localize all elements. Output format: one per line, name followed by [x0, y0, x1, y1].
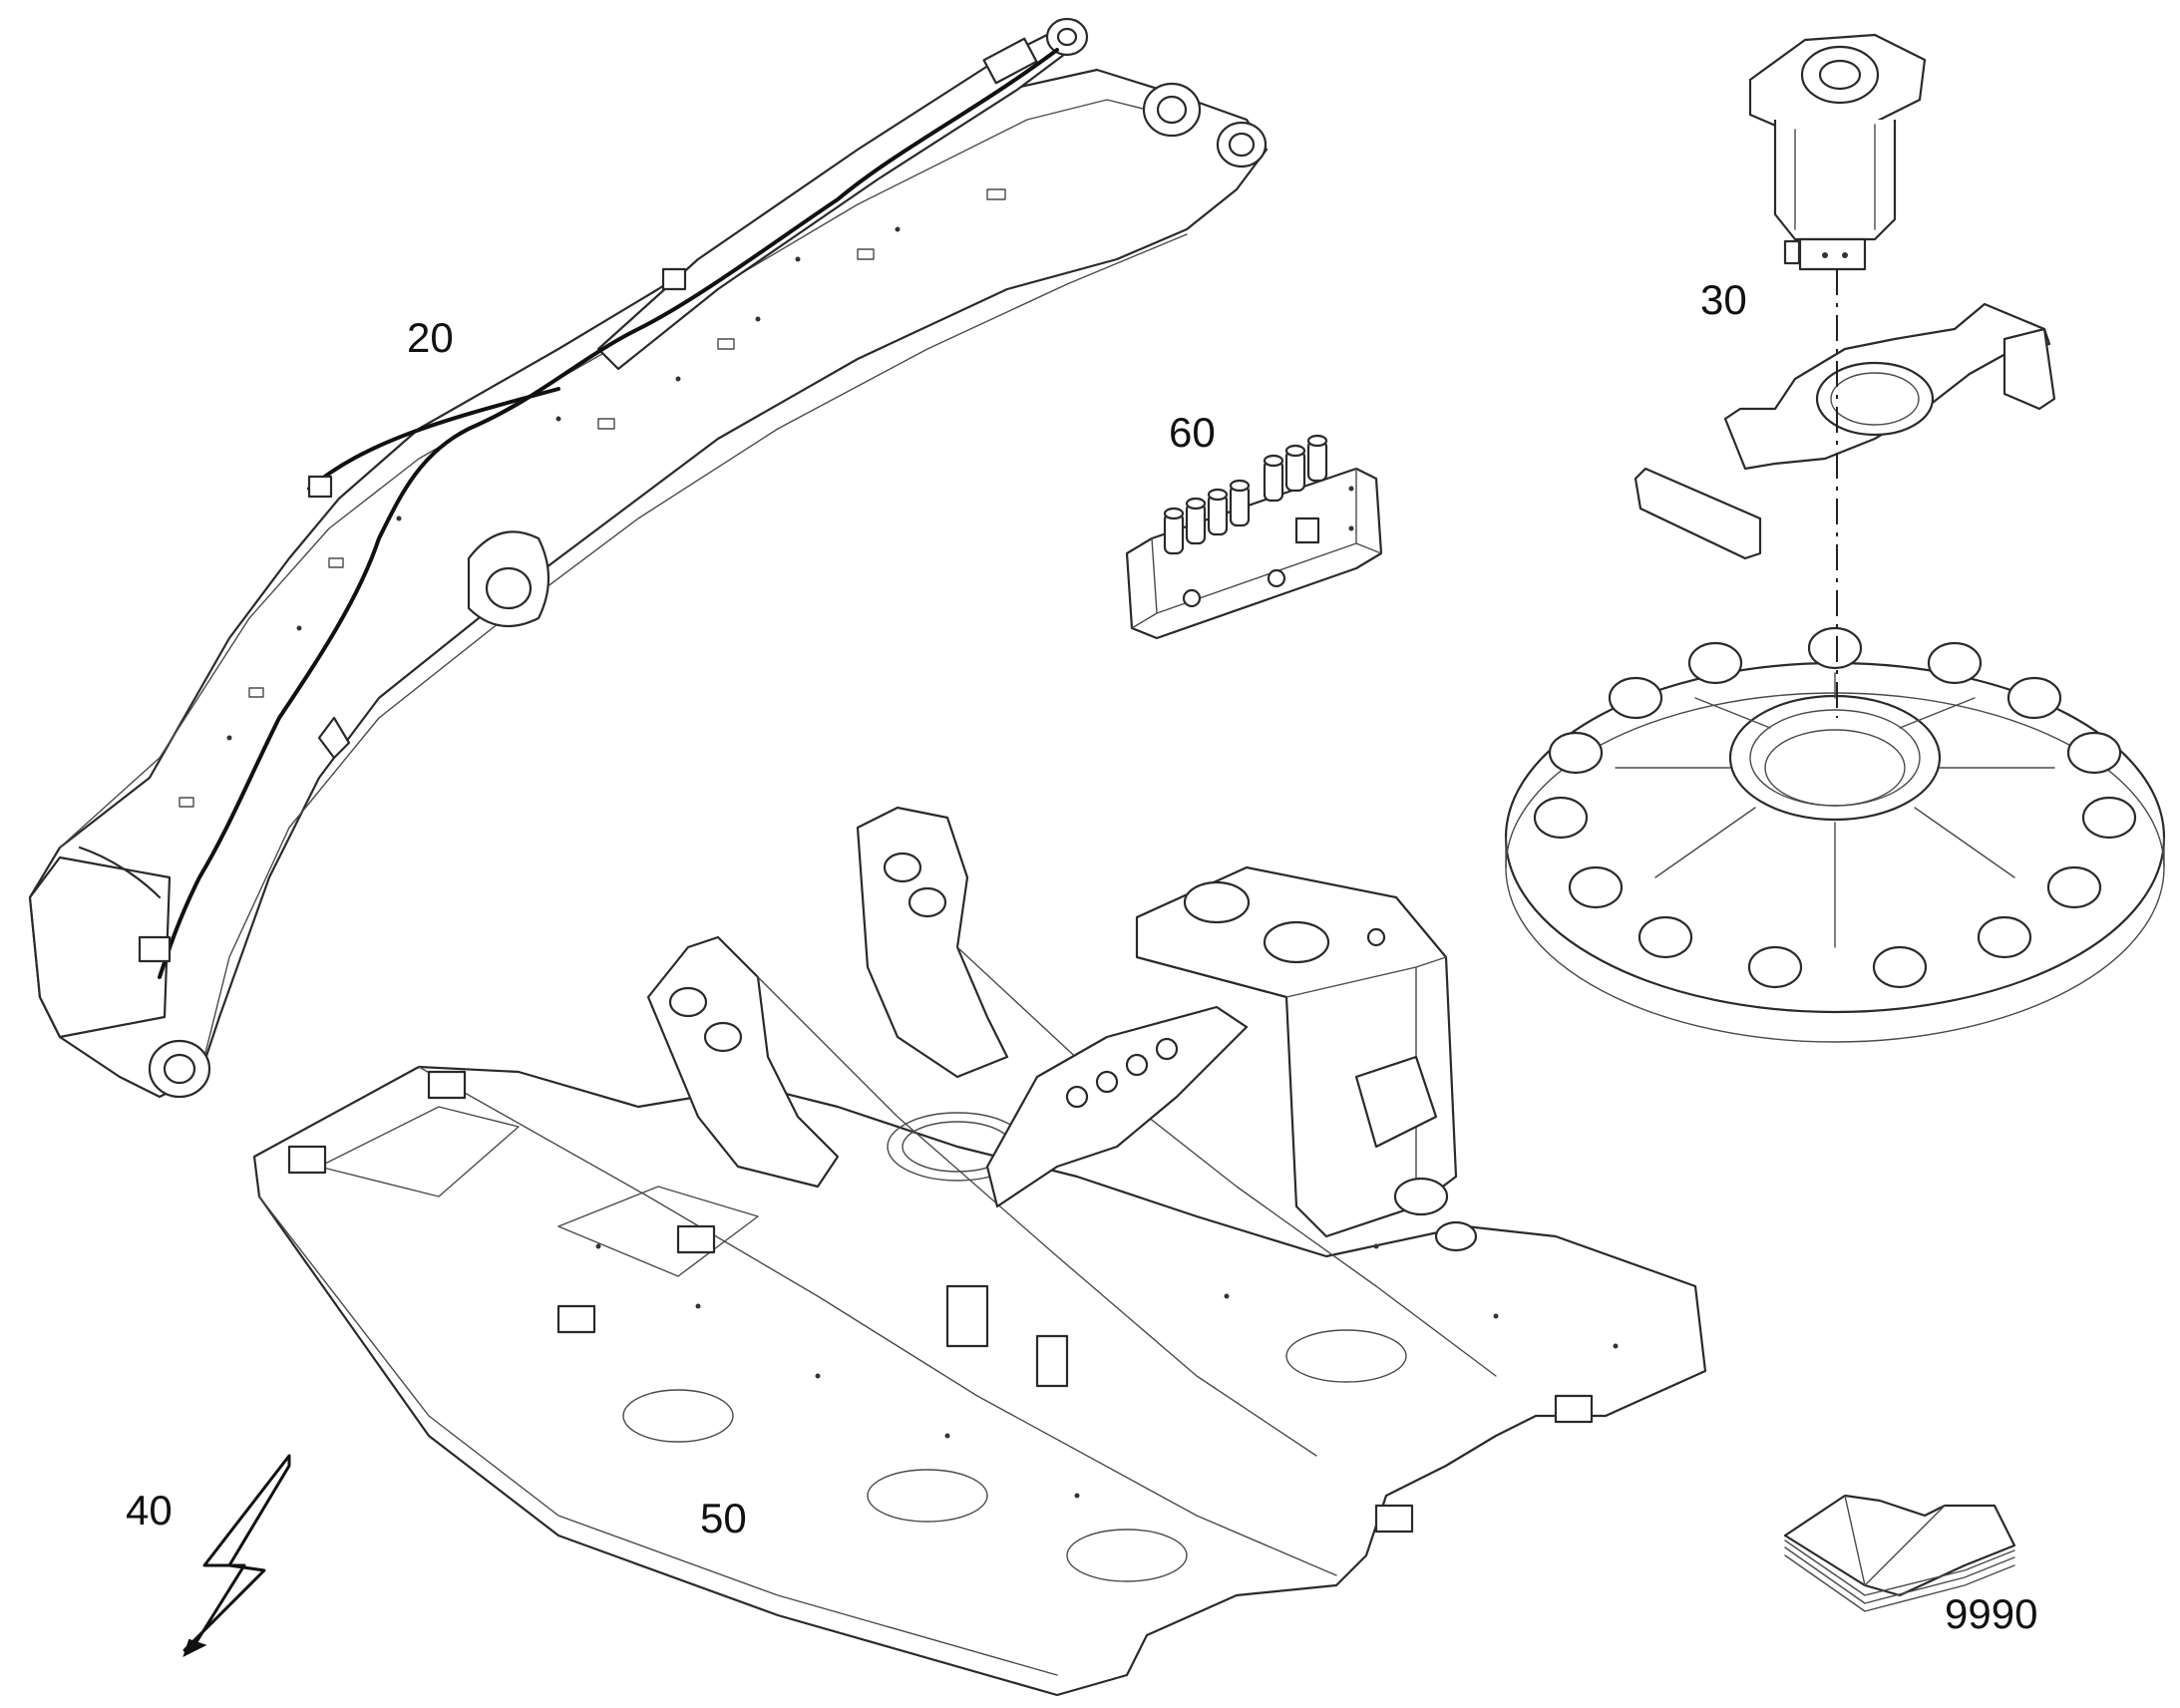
- boom-assembly[interactable]: [28, 17, 1269, 1099]
- open-book-icon[interactable]: [1783, 1494, 2016, 1612]
- callout-boom: 20: [407, 314, 454, 361]
- callout-electrical: 40: [126, 1487, 173, 1534]
- control-panel[interactable]: [945, 1005, 1249, 1388]
- tank-module[interactable]: [1135, 865, 1478, 1252]
- callout-swing-drive: 30: [1700, 276, 1747, 323]
- callout-valve-block: 60: [1169, 409, 1216, 456]
- upper-frame[interactable]: [252, 806, 1707, 1697]
- lightning-bolt-icon[interactable]: [182, 1454, 291, 1652]
- callout-upper-frame: 50: [700, 1495, 747, 1541]
- swing-bearing-ring[interactable]: [1504, 626, 2166, 1043]
- mounting-bracket[interactable]: [1634, 302, 2056, 560]
- valve-block[interactable]: [1125, 434, 1383, 640]
- callout-manual: 9990: [1945, 1590, 2038, 1637]
- swing-motor[interactable]: [1748, 33, 1927, 271]
- lightning-arrow-head-icon: [182, 1638, 207, 1657]
